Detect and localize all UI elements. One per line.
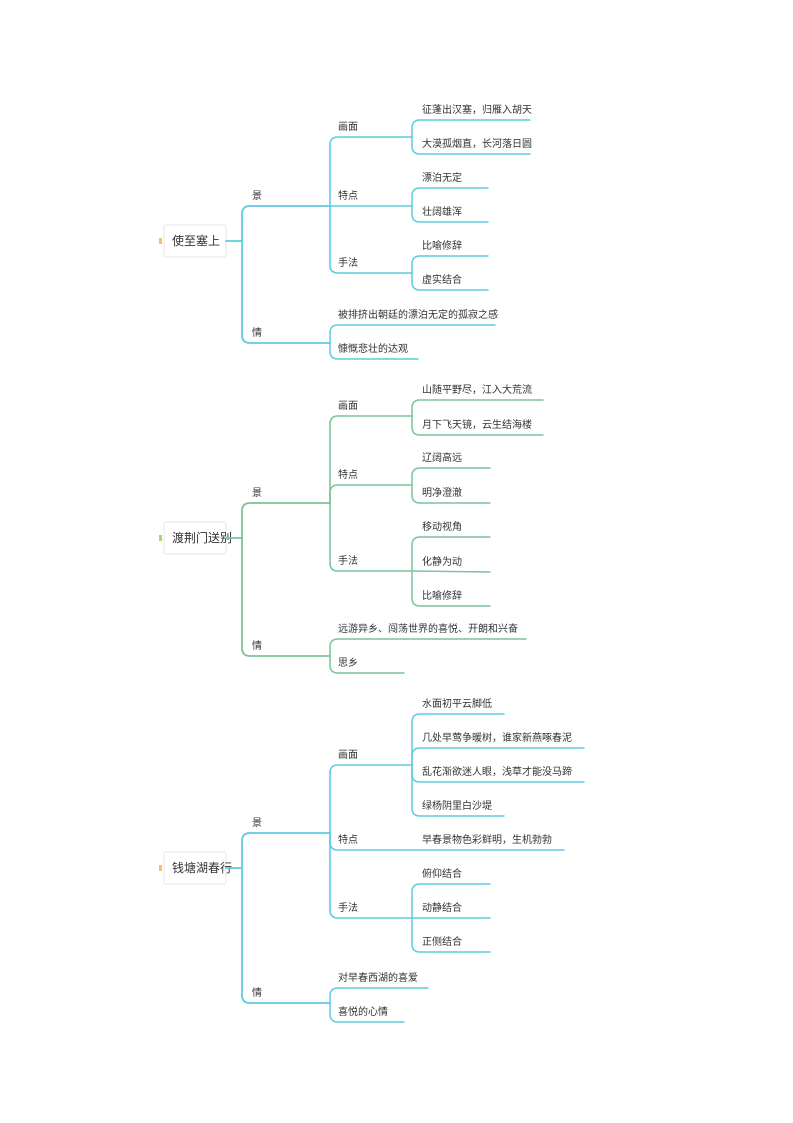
leaf-item: 水面初平云脚低 [422, 697, 492, 710]
qing-item: 慷慨悲壮的达观 [338, 342, 408, 355]
group-label: 特点 [338, 469, 358, 481]
qing-item: 远游异乡、闯荡世界的喜悦、开朗和兴奋 [338, 622, 518, 635]
connector-line [329, 1002, 405, 1023]
leaf-item: 移动视角 [422, 520, 462, 533]
connector-line [329, 764, 413, 834]
leaf-item: 大漠孤烟直，长河落日圆 [422, 137, 532, 150]
connector-line [411, 917, 491, 953]
qing-item: 喜悦的心情 [338, 1005, 388, 1018]
group-label: 手法 [338, 554, 358, 567]
connector-line [411, 484, 491, 504]
leaf-item: 明净澄澈 [422, 486, 462, 499]
branch-jing-label: 景 [252, 487, 262, 499]
connector-line [329, 324, 496, 344]
connector-line [329, 638, 527, 657]
connector-line [241, 205, 331, 242]
connector-line [241, 867, 331, 1004]
connector-line [241, 832, 331, 869]
root-node[interactable]: 渡荆门送别 [159, 521, 232, 555]
branch-qing-label: 情 [252, 986, 262, 999]
connector-line [411, 205, 489, 223]
connector-line [411, 570, 491, 607]
group-label: 手法 [338, 901, 358, 914]
branch-jing-label: 景 [252, 190, 262, 202]
leaf-item: 虚实结合 [422, 273, 462, 286]
connector-line [411, 415, 544, 436]
connector-line [241, 537, 331, 657]
group-label: 画面 [338, 401, 358, 412]
connector-line [411, 136, 531, 155]
branch-qing-label: 情 [252, 326, 262, 339]
leaf-item: 几处早莺争暖树，谁家新燕啄春泥 [422, 731, 572, 744]
connector-line [329, 502, 413, 572]
root-node[interactable]: 钱塘湖春行 [159, 851, 232, 885]
qing-item: 思乡 [338, 657, 358, 669]
root-node[interactable]: 使至塞上 [159, 224, 227, 258]
group-label: 特点 [338, 190, 358, 202]
leaf-item: 比喻修辞 [422, 239, 462, 252]
leaf-item: 山随平野尽，江入大荒流 [422, 383, 532, 396]
branch-jing-label: 景 [252, 817, 262, 829]
leaf-item: 月下飞天镜，云生结海楼 [422, 418, 532, 431]
connector-line [241, 502, 331, 539]
root-tick-marker [159, 238, 162, 244]
connector-line [411, 570, 491, 573]
leaf-item: 化静为动 [422, 555, 462, 568]
connector-line [411, 764, 505, 817]
leaf-item: 漂泊无定 [422, 171, 462, 184]
root-title: 渡荆门送别 [172, 530, 232, 545]
connector-line [329, 484, 413, 504]
leaf-item: 正侧结合 [422, 935, 462, 948]
group-label: 画面 [338, 750, 358, 761]
connector-line [411, 187, 489, 207]
group-label: 特点 [338, 834, 358, 846]
connector-line [329, 136, 413, 207]
leaf-item: 征蓬出汉塞，归雁入胡天 [422, 103, 532, 116]
leaf-item: 绿杨阴里白沙堤 [422, 799, 492, 812]
group-label: 画面 [338, 122, 358, 133]
root-title: 使至塞上 [172, 233, 220, 248]
branch-qing-label: 情 [252, 639, 262, 652]
leaf-item: 俯仰结合 [422, 867, 462, 880]
mind-map-3: 钱塘湖春行 景情 画面 水面初平云脚低几处早莺争暖树，谁家新燕啄春泥乱花渐欲迷人眼，浅… [159, 697, 585, 1023]
qing-item: 被排挤出朝廷的漂泊无定的孤寂之感 [338, 308, 498, 321]
connector-line [411, 883, 491, 919]
leaf-item: 比喻修辞 [422, 589, 462, 602]
leaf-item: 壮阔雄浑 [422, 205, 462, 218]
connector-line [411, 255, 489, 274]
connector-line [411, 467, 491, 486]
connector-line [329, 415, 413, 504]
root-tick-marker [159, 535, 162, 541]
leaf-item: 乱花渐欲迷人眼，浅草才能没马蹄 [422, 765, 572, 778]
leaf-item: 早春景物色彩鲜明，生机勃勃 [422, 833, 552, 846]
leaf-item: 动静结合 [422, 901, 462, 914]
connector-line [329, 987, 429, 1004]
qing-item: 对早春西湖的喜爱 [338, 971, 418, 984]
connector-line [411, 399, 544, 417]
root-title: 钱塘湖春行 [172, 860, 232, 875]
connector-line [411, 713, 505, 766]
connector-line [329, 342, 419, 360]
connector-line [329, 655, 405, 674]
group-label: 手法 [338, 256, 358, 269]
connector-line [411, 536, 491, 572]
leaf-item: 辽阔高远 [422, 451, 462, 464]
connector-line [411, 272, 489, 291]
connector-line [329, 832, 413, 919]
connector-line [411, 119, 531, 138]
root-tick-marker [159, 865, 162, 871]
connector-line [329, 205, 413, 274]
connector-line [241, 240, 331, 344]
connector-line [411, 747, 585, 766]
